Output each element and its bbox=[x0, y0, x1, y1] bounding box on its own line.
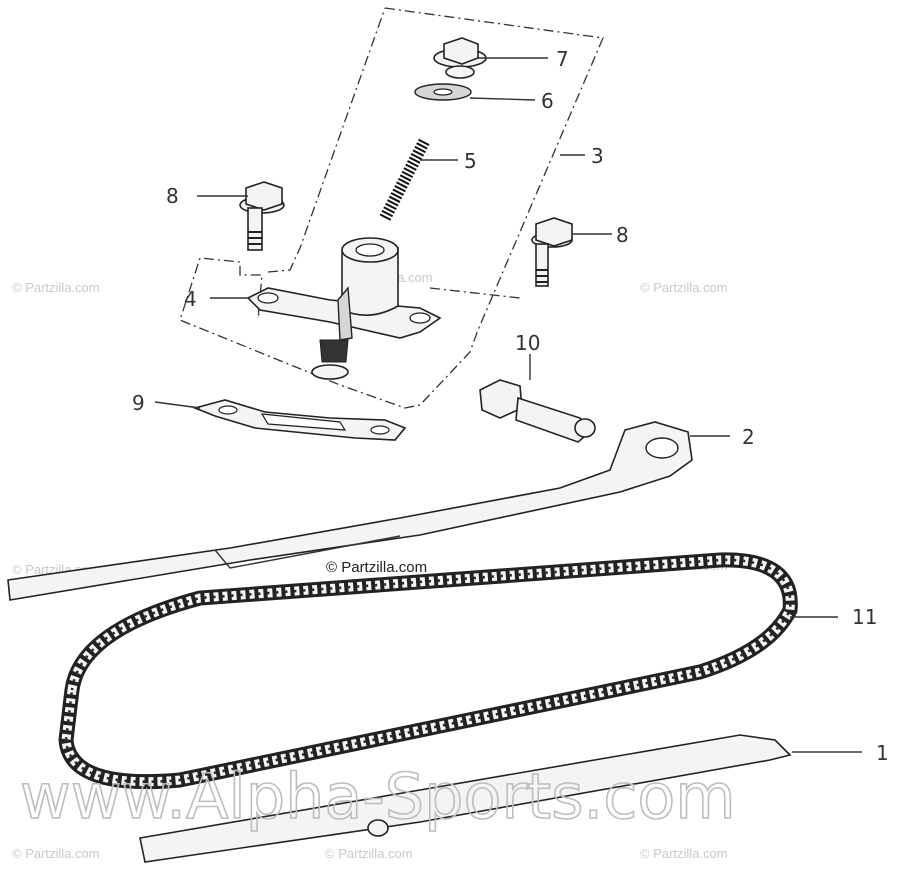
tensioner-guide-2 bbox=[7, 421, 693, 601]
gasket-9 bbox=[192, 399, 407, 441]
callout-10: 10 bbox=[515, 331, 540, 355]
spring-5 bbox=[379, 137, 431, 221]
pin-10 bbox=[479, 379, 596, 443]
flange-bolt-7 bbox=[433, 37, 487, 79]
callout-7: 7 bbox=[556, 47, 569, 71]
watermark-faint: © Partzilla.com bbox=[640, 846, 728, 861]
watermark-center: © Partzilla.com bbox=[326, 559, 427, 576]
leader-lines bbox=[154, 57, 862, 753]
callout-3: 3 bbox=[591, 144, 604, 168]
callout-9: 9 bbox=[132, 391, 145, 415]
timing-chain-11 bbox=[58, 552, 798, 790]
watermark-faint: © Partzilla.com bbox=[325, 846, 413, 861]
callout-6: 6 bbox=[541, 89, 554, 113]
watermark-faint: © Partzilla.com bbox=[640, 280, 728, 295]
watermark-large: www.Alpha-Sports.com bbox=[20, 760, 736, 833]
watermark-faint: © Partzilla.com bbox=[12, 846, 100, 861]
callout-2: 2 bbox=[742, 425, 755, 449]
tensioner-body-4 bbox=[246, 237, 442, 380]
bolt-8-right bbox=[531, 217, 573, 287]
callout-8-right: 8 bbox=[616, 223, 629, 247]
watermark-faint: © Partzilla.com bbox=[12, 280, 100, 295]
washer-6 bbox=[414, 83, 472, 101]
tensioner-assembly-outline bbox=[179, 7, 604, 409]
callout-numbers: 7 6 5 3 8 8 4 10 9 2 11 1 bbox=[132, 47, 889, 765]
callout-1: 1 bbox=[876, 741, 889, 765]
chain-guide-1 bbox=[139, 734, 792, 863]
bolt-8-left bbox=[239, 181, 285, 251]
callout-8-left: 8 bbox=[166, 184, 179, 208]
callout-11: 11 bbox=[852, 605, 877, 629]
callout-5: 5 bbox=[464, 149, 477, 173]
callout-4: 4 bbox=[184, 287, 197, 311]
